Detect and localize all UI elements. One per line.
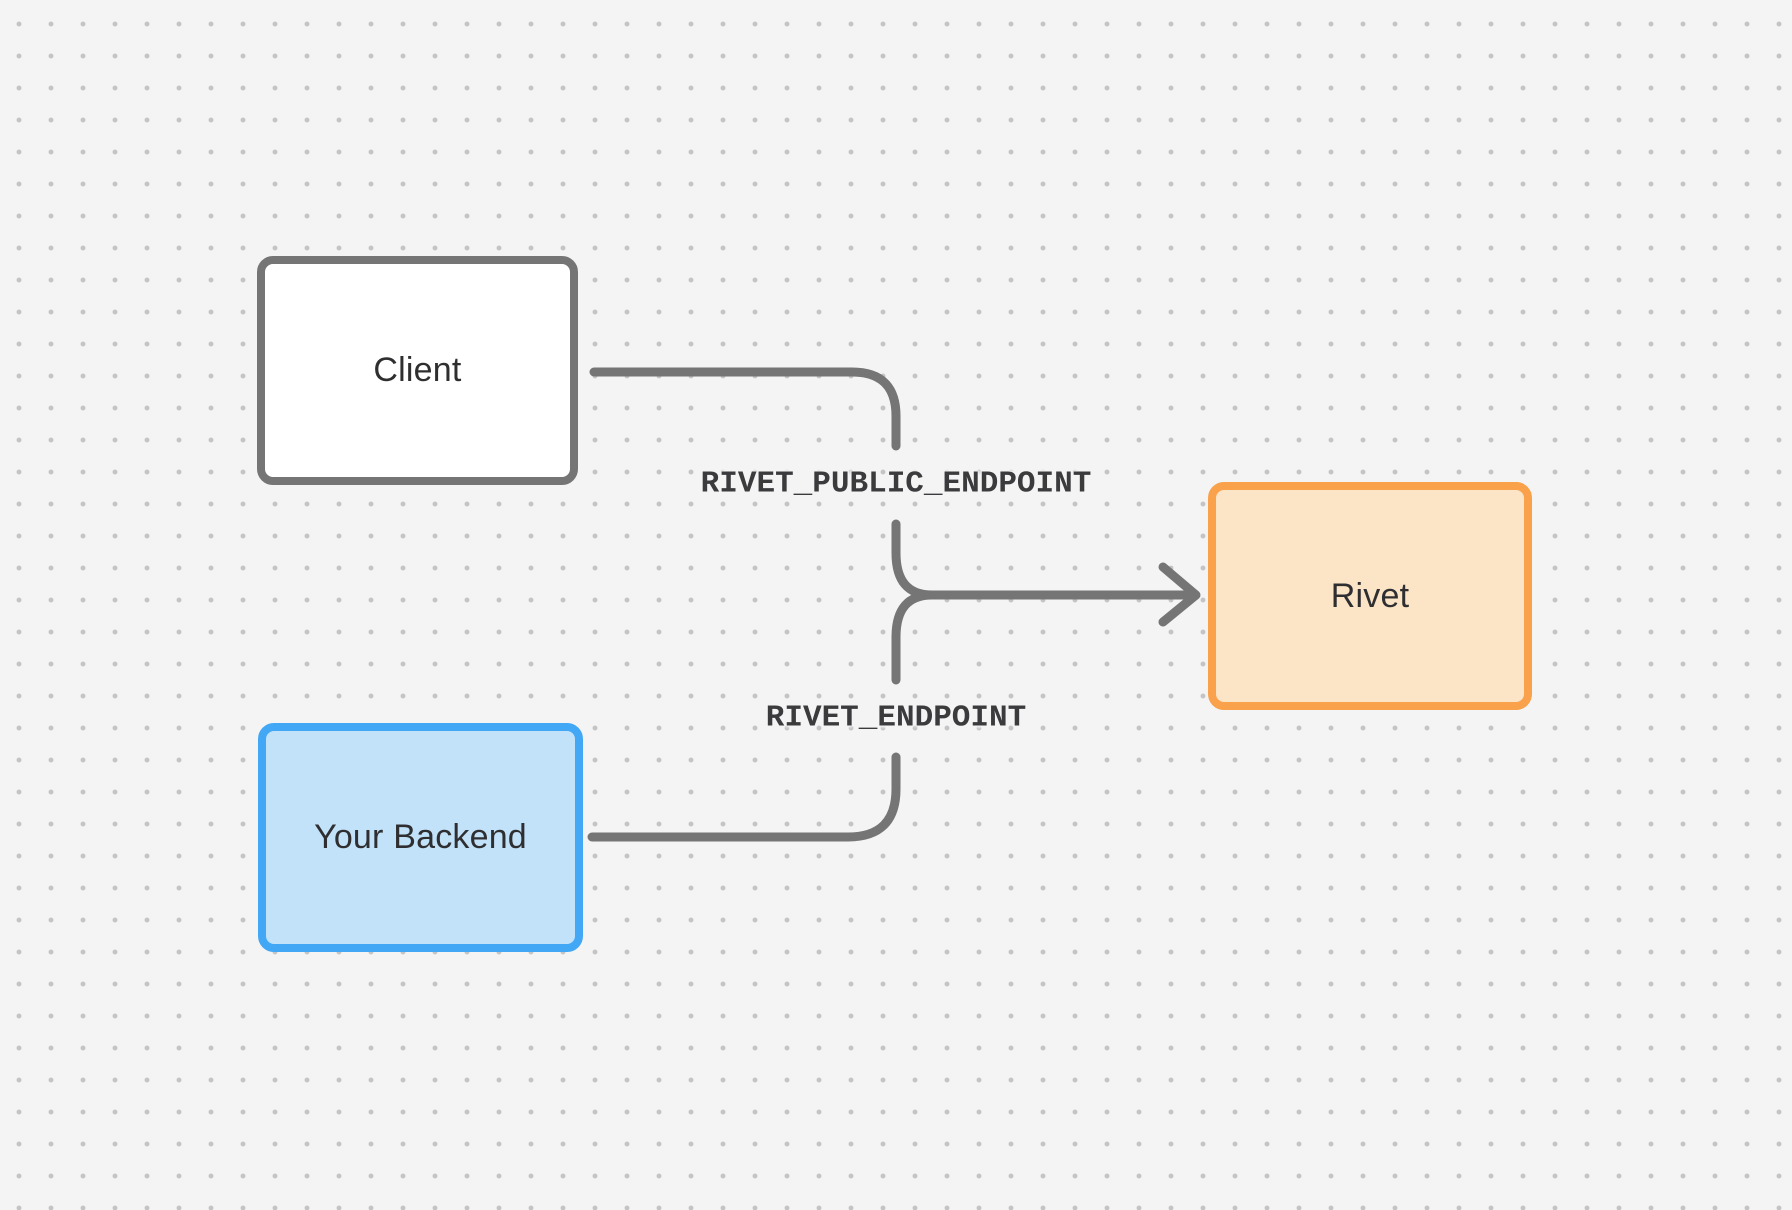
client-node-label: Client <box>373 351 462 389</box>
arrowhead-icon <box>1158 562 1201 627</box>
edge-backend-upper-segment <box>891 590 937 685</box>
your-backend-node-label: Your Backend <box>314 818 527 856</box>
edge-backend-left-segment <box>587 752 901 842</box>
your-backend-node: Your Backend <box>258 723 583 952</box>
edge-client-lower-segment <box>891 519 937 600</box>
rivet-node-label: Rivet <box>1330 576 1410 615</box>
edge-client-upper-segment <box>589 367 901 451</box>
client-node: Client <box>257 256 578 485</box>
rivet-endpoint-edge-label: RIVET_ENDPOINT <box>765 700 1027 736</box>
rivet-node: Rivet <box>1208 482 1532 710</box>
rivet-public-endpoint-edge-label: RIVET_PUBLIC_ENDPOINT <box>700 466 1092 502</box>
